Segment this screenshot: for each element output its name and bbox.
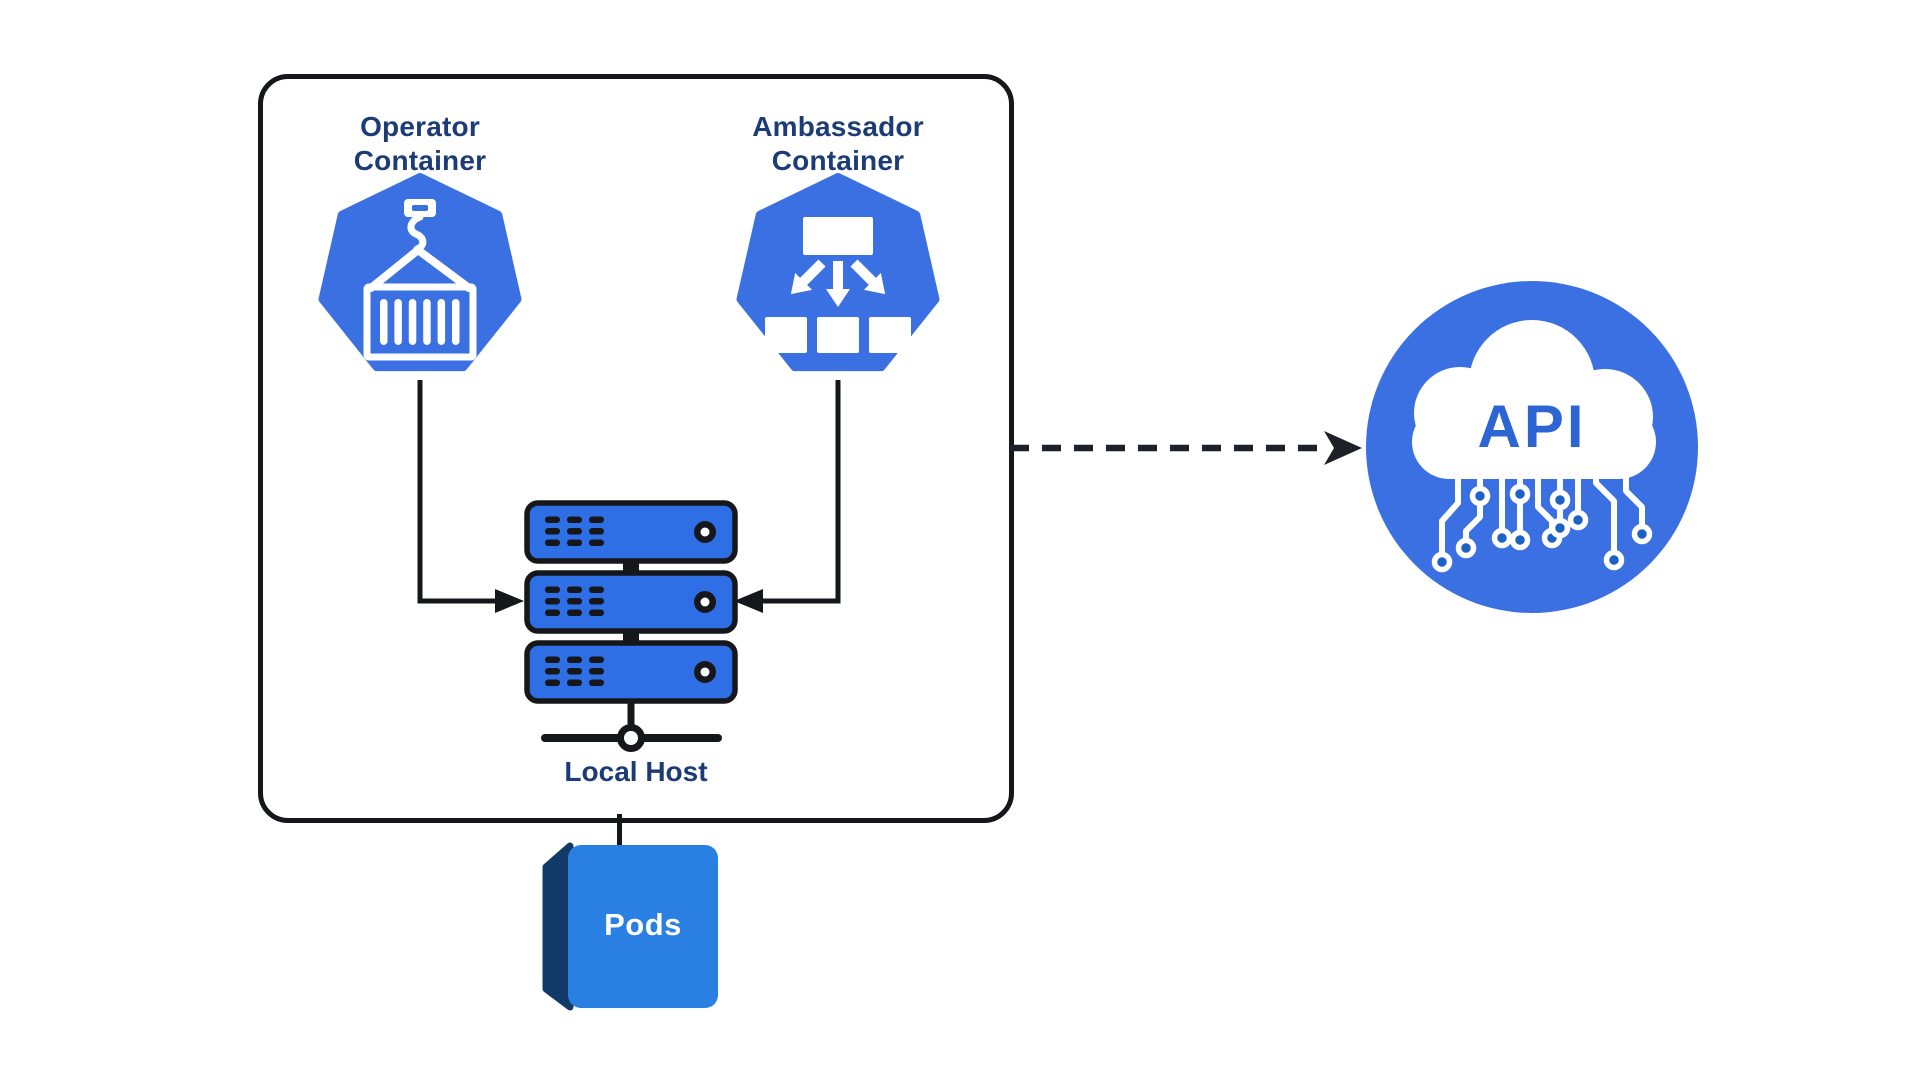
ambassador-container-label: Ambassador Container — [708, 110, 968, 178]
local-host-server-stack-icon — [524, 500, 738, 752]
operator-container-label-line2: Container — [353, 145, 487, 176]
operator-container-label-line1: Operator — [360, 111, 480, 142]
server-unit-icon — [524, 500, 738, 564]
left-arrowhead-icon — [734, 589, 763, 613]
operator-container-label: Operator Container — [290, 110, 550, 178]
server-unit-icon — [524, 570, 738, 634]
operator-heptagon-icon — [318, 173, 522, 372]
ambassador-container-label-line2: Container — [771, 145, 905, 176]
ambassador-to-host-connector — [734, 380, 841, 613]
localhost-network-tee-icon — [541, 724, 722, 752]
operator-heptagon-shape — [318, 173, 522, 372]
local-host-label: Local Host — [564, 756, 708, 787]
pods-cube-icon — [542, 842, 718, 1011]
ambassador-container-label-line1: Ambassador — [752, 111, 924, 142]
server-unit-icon — [524, 640, 738, 704]
ambassador-heptagon-icon — [736, 173, 940, 372]
api-cloud-icon — [1366, 281, 1698, 613]
pods-label: Pods — [604, 907, 682, 942]
circuit-nodes-icon — [1431, 483, 1653, 573]
host-to-pods-connector — [617, 814, 622, 848]
operator-to-host-connector — [417, 380, 524, 613]
right-arrowhead-icon — [495, 589, 524, 613]
arrowhead-icon — [1324, 431, 1362, 465]
api-label: API — [1477, 393, 1587, 460]
load-balancer-icon — [765, 217, 911, 353]
container-crane-icon — [363, 199, 477, 361]
cloud-shape — [1412, 320, 1656, 479]
cluster-to-api-dashed-arrow — [1010, 431, 1362, 465]
